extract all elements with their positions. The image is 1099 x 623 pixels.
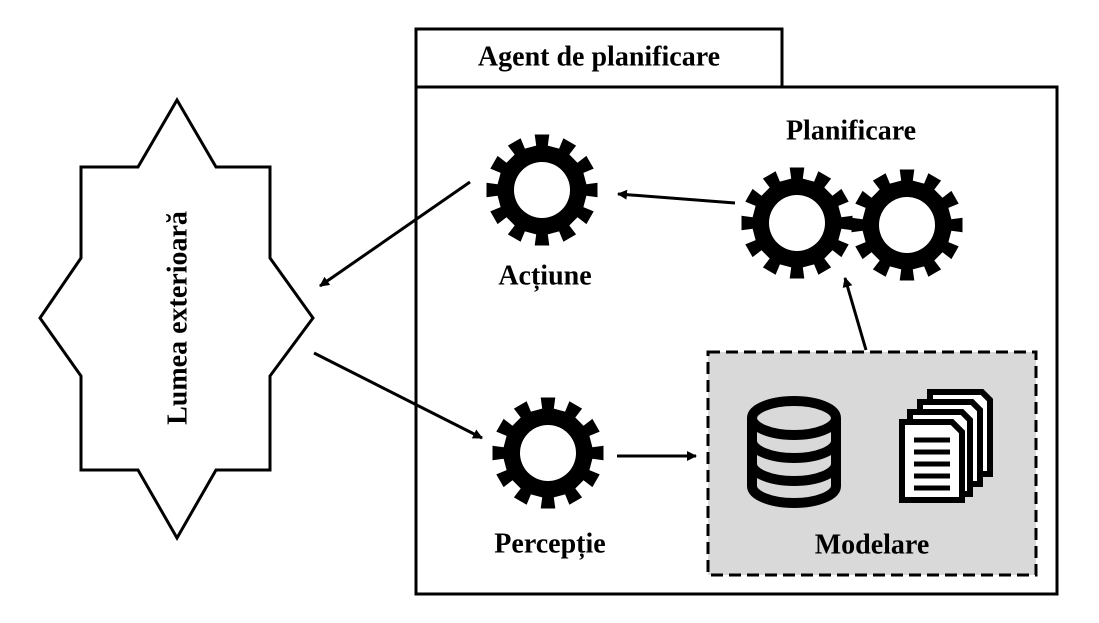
outer-world-label: Lumea exterioară	[162, 211, 193, 425]
arrows	[313, 180, 868, 461]
action-label: Acțiune	[498, 260, 591, 291]
arrow-action-to-world	[319, 180, 471, 288]
documents-icon	[899, 389, 993, 503]
gear-hole	[879, 197, 935, 253]
modeling-label: Modelare	[815, 529, 930, 560]
perception-label: Percepție	[494, 528, 605, 559]
gear-hole	[769, 195, 825, 251]
gear-hole	[514, 162, 570, 218]
planning-label: Planificare	[786, 115, 916, 146]
outer-world: Lumea exterioară	[38, 97, 315, 542]
perception-gear-icon	[492, 397, 604, 509]
agent-title-tab-box	[414, 27, 784, 89]
agent-title-tab: Agent de planificare	[414, 27, 784, 89]
outer-world-star	[38, 97, 315, 542]
arrow-planning-to-action	[617, 189, 736, 205]
planning-gear-icon-left	[741, 167, 853, 279]
gear-hole	[520, 425, 576, 481]
modeling-area: Modelare	[706, 350, 1038, 577]
agent-title: Agent de planificare	[478, 41, 720, 72]
database-icon	[747, 396, 841, 508]
arrow-modeling-to-planning	[842, 277, 868, 351]
action-gear-icon	[486, 134, 598, 246]
agent-box	[414, 85, 1059, 596]
arrow-world-to-perception	[313, 351, 483, 440]
planning-gear-icon-right	[851, 169, 963, 281]
